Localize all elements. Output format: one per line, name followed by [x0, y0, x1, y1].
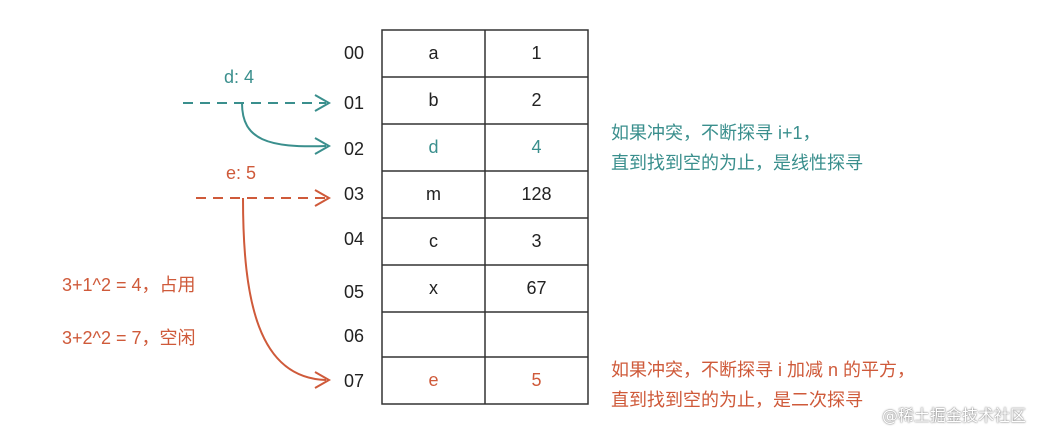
table-value-cell: 1: [531, 43, 542, 63]
watermark: @稀土掘金技术社区: [881, 406, 1026, 425]
d-arrowhead-02: [314, 137, 332, 155]
linear-probing-note: 如果冲突，不断探寻 i+1， 直到找到空的为止，是线性探寻: [611, 118, 863, 178]
e-arrowhead-03: [314, 189, 332, 207]
table-value-cell: 4: [531, 137, 542, 157]
row-index-02: 02: [343, 139, 365, 159]
table-key-cell: c: [429, 231, 438, 251]
table-key-cell: d: [428, 137, 439, 157]
table-value-cell: 128: [521, 184, 552, 204]
quadratic-step-1-label: 3+1^2 = 4，占用: [62, 275, 196, 295]
table-key-cell: a: [428, 43, 439, 63]
e-arrowhead-07: [314, 371, 332, 389]
row-index-07: 07: [343, 371, 365, 391]
table-value-cell: 2: [531, 90, 542, 110]
table-key-cell: m: [426, 184, 441, 204]
row-index-03: 03: [343, 184, 365, 204]
quadratic-probing-note: 如果冲突，不断探寻 i 加减 n 的平方， 直到找到空的为止，是二次探寻: [611, 355, 915, 415]
d-probe-arrows: [183, 94, 332, 155]
d-insert-label: d: 4: [224, 67, 255, 87]
table-value-cell: 5: [531, 370, 542, 390]
table-value-cell: 67: [526, 278, 547, 298]
linear-note-line-2: 直到找到空的为止，是线性探寻: [611, 153, 863, 173]
row-index-00: 00: [343, 43, 365, 63]
d-arrowhead-01: [314, 94, 332, 112]
quadratic-note-line-1: 如果冲突，不断探寻 i 加减 n 的平方，: [611, 360, 916, 380]
e-curve-arrow-to-07: [242, 197, 327, 381]
row-index-06: 06: [343, 326, 365, 346]
row-index-05: 05: [343, 282, 365, 302]
row-index-04: 04: [343, 229, 365, 249]
quadratic-note-line-2: 直到找到空的为止，是二次探寻: [611, 390, 863, 410]
table-value-cell: 3: [531, 231, 542, 251]
table-key-cell: x: [429, 278, 438, 298]
linear-note-line-1: 如果冲突，不断探寻 i+1，: [611, 123, 821, 143]
table-key-cell: e: [428, 370, 439, 390]
d-curve-arrow-to-02: [241, 102, 327, 148]
row-index-01: 01: [343, 93, 365, 113]
table-key-cell: b: [428, 90, 439, 110]
table-grid: [381, 29, 589, 405]
e-probe-arrows: [196, 189, 332, 389]
quadratic-step-2-label: 3+2^2 = 7，空闲: [62, 328, 196, 348]
e-insert-label: e: 5: [226, 163, 257, 183]
